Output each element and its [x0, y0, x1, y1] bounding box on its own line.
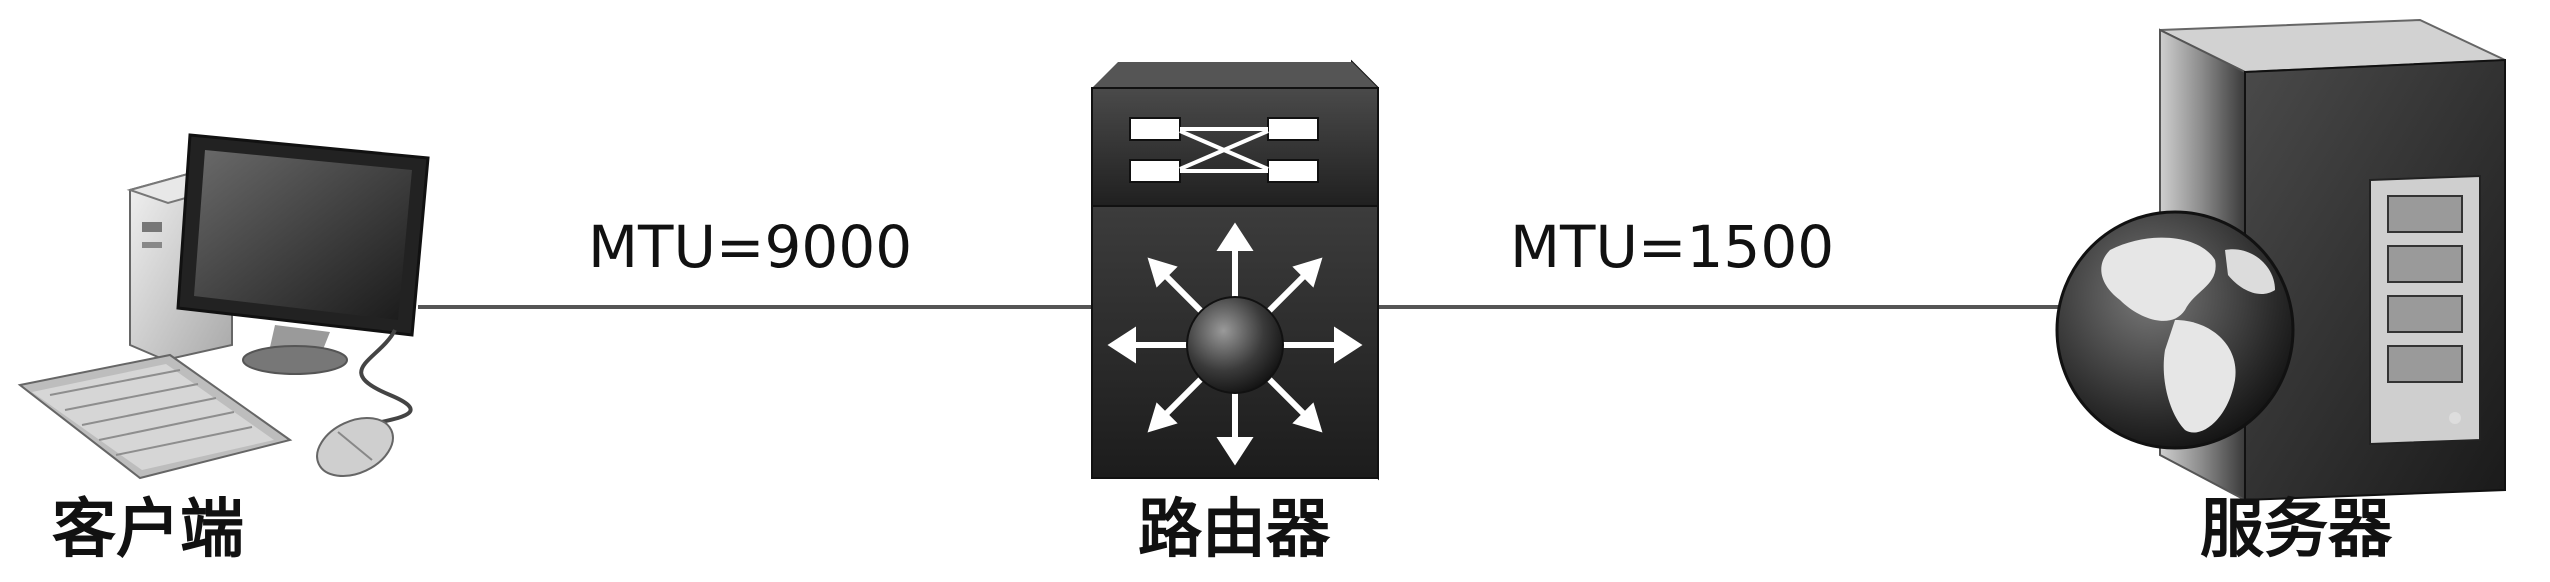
link-mtu-label-client-router: MTU=9000 — [588, 213, 913, 281]
server-label: 服务器 — [2200, 493, 2392, 567]
web-server-icon — [2055, 18, 2506, 502]
link-mtu-label-router-server: MTU=1500 — [1510, 213, 1835, 281]
router-label: 路由器 — [1138, 493, 1330, 567]
desktop-computer-icon — [17, 133, 430, 480]
client-label: 客户端 — [52, 493, 244, 567]
router-switch-icon — [1091, 59, 1379, 481]
